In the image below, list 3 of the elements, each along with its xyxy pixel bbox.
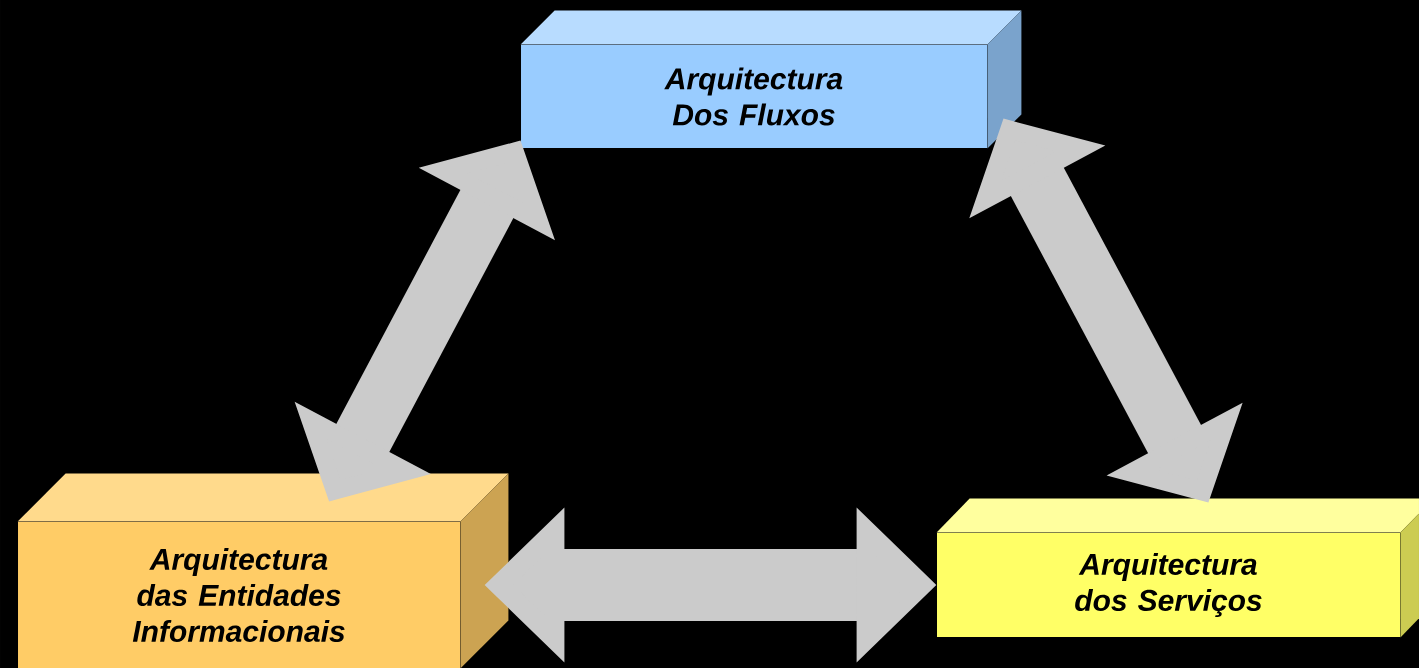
box: Arquitectura dos Serviços [936, 498, 1419, 638]
box: Arquitectura das Entidades Informacionais [17, 473, 509, 668]
box: Arquitectura Dos Fluxos [520, 10, 1022, 149]
